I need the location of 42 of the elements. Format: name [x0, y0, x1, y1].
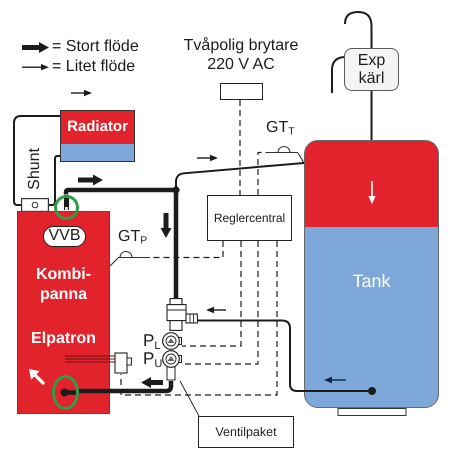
- signal-line: [182, 241, 242, 347]
- vvb-label: VVB: [48, 227, 80, 245]
- leader-line: [180, 380, 200, 416]
- boiler-label: Kombi-panna: [34, 265, 92, 305]
- pipe: [174, 190, 178, 298]
- callout-label: Ventilpaket: [215, 424, 277, 440]
- pump-label: P$_{U}$: [143, 349, 162, 368]
- pipe: [49, 155, 60, 206]
- sensor-line: [110, 258, 118, 266]
- signal-line: [182, 241, 259, 365]
- pipe: [13, 115, 60, 206]
- control-unit-label: Reglercentral: [214, 210, 286, 226]
- highlight-ring-icon: [52, 374, 78, 410]
- tank-label: Tank: [352, 271, 391, 292]
- signal-line: [239, 100, 241, 195]
- valve-icon: [164, 298, 198, 331]
- legend-text: = Litet flöde: [52, 57, 136, 76]
- highlight-ring-icon: [54, 194, 78, 220]
- vessel-label: Exp kärl: [356, 52, 386, 88]
- pipe: [64, 188, 176, 194]
- tank: [304, 140, 439, 408]
- legend-text: = Stort flöde: [52, 37, 139, 56]
- boiler: [17, 211, 110, 414]
- pipe: [198, 320, 304, 392]
- switch-label: Tvåpolig brytare 220 V AC: [182, 36, 300, 74]
- signal-line: [120, 241, 278, 396]
- pipe: [370, 91, 372, 140]
- vvb-tag: [43, 226, 86, 247]
- control-unit: [207, 195, 292, 241]
- immersion-heater-icon: [65, 352, 132, 374]
- radiator: [60, 110, 135, 162]
- expansion-vessel: [344, 48, 399, 91]
- sensor-label: GT$_{P}$: [118, 228, 148, 246]
- shunt-label: Shunt: [26, 148, 44, 190]
- signal-line: [257, 152, 266, 195]
- pipe: [78, 381, 174, 394]
- heater-label: Elpatron: [31, 329, 96, 349]
- sensor-line: [298, 152, 304, 164]
- sensor-label: GT$_{T}$: [266, 119, 295, 137]
- pump-label: P$_{L}$: [143, 331, 160, 350]
- callout-box: [198, 416, 294, 448]
- radiator-label: Radiator: [67, 118, 128, 135]
